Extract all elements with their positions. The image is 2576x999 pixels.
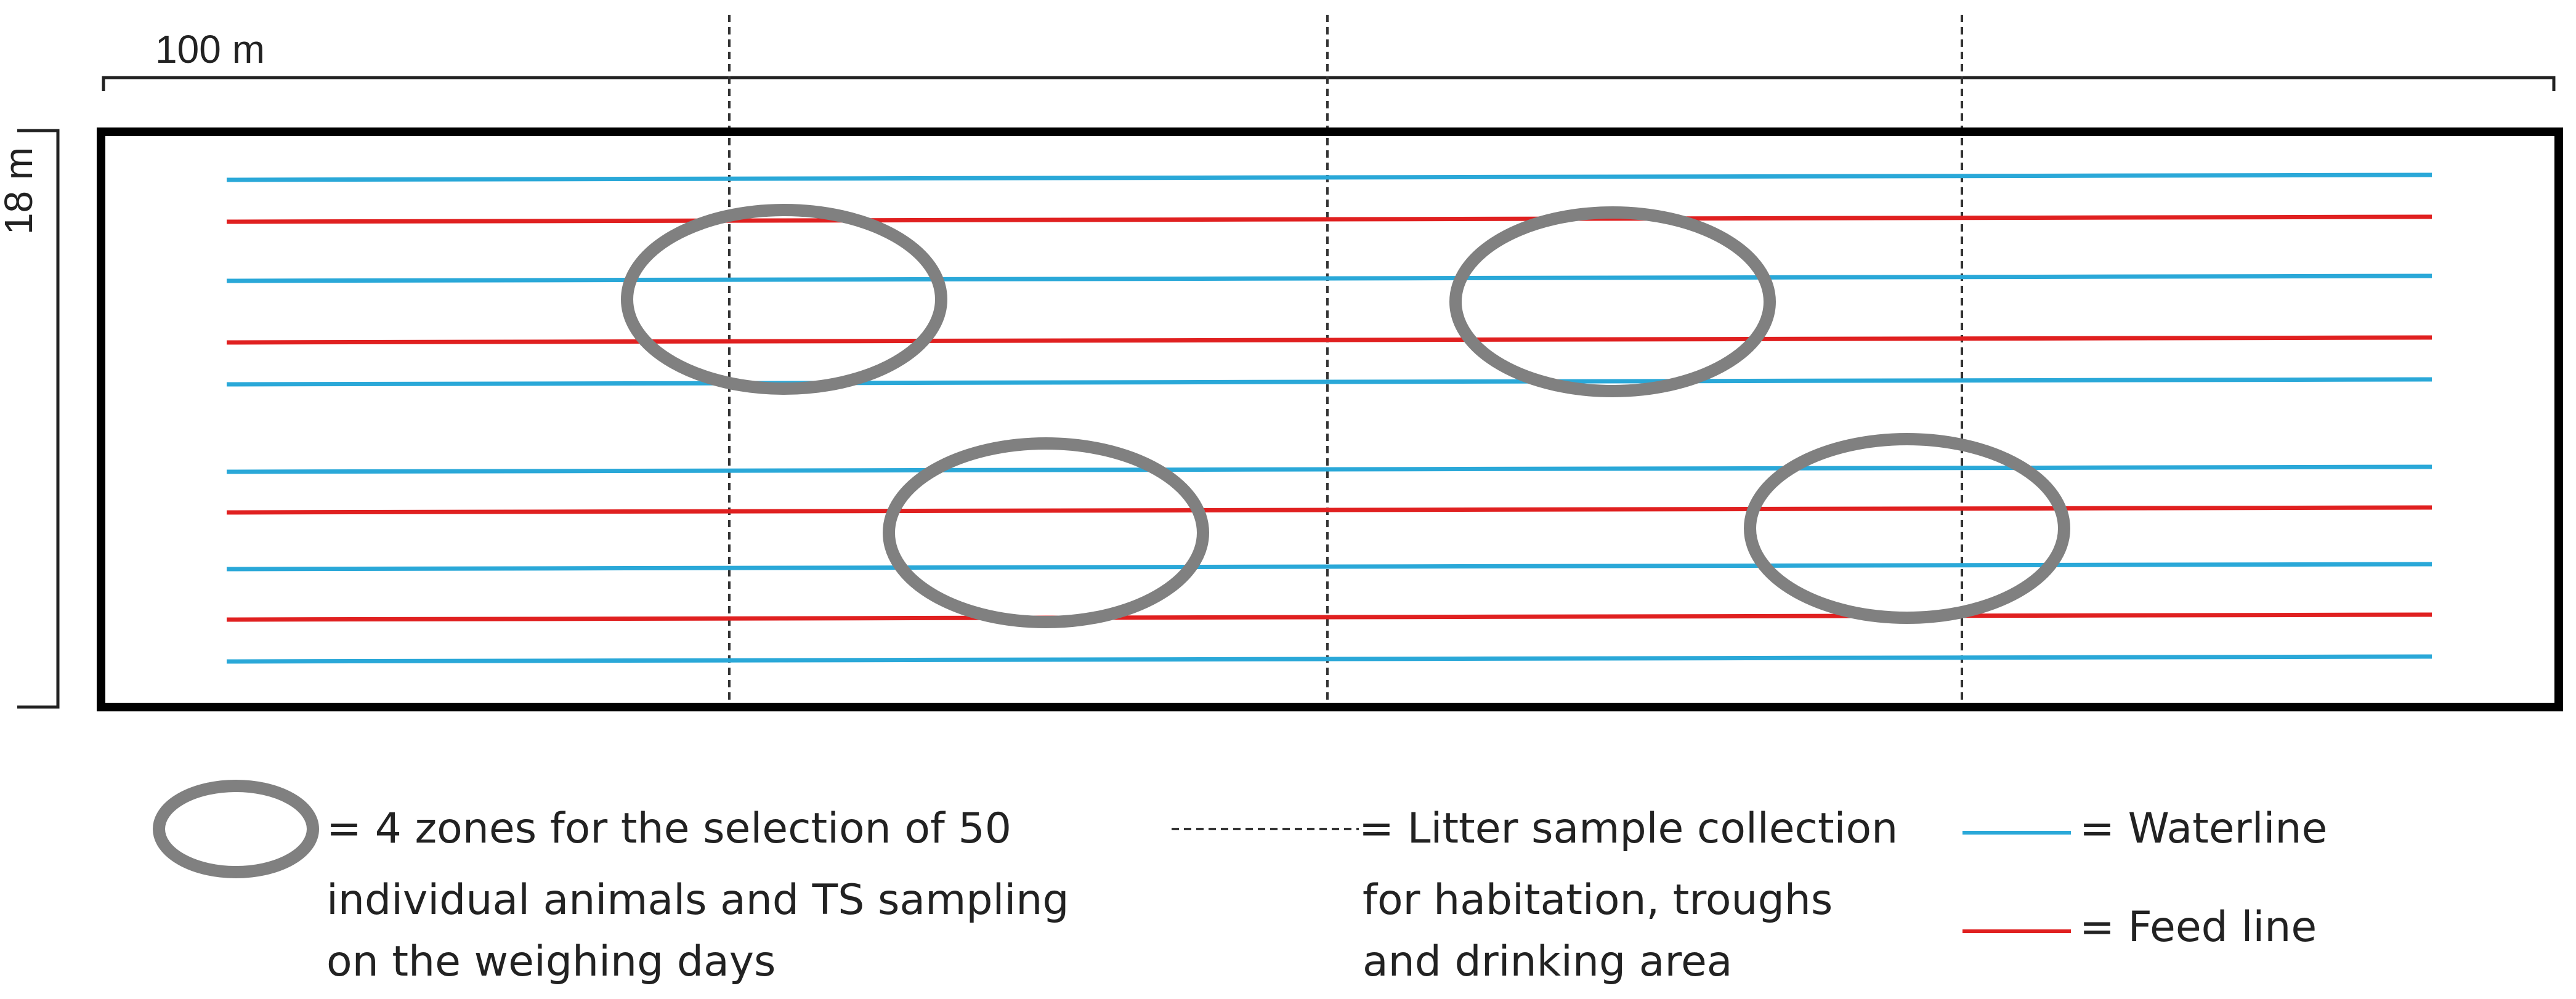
supply-lines	[226, 172, 2432, 664]
feed-line	[226, 505, 2432, 515]
waterline	[226, 464, 2432, 474]
legend-feed-line: = Feed line	[1962, 903, 2317, 952]
selection-zone	[1449, 206, 1776, 397]
legend-litter-line-2: for habitation, troughs	[1363, 876, 1833, 924]
legend: = 4 zones for the selection of 50 indivi…	[153, 780, 2327, 986]
selection-zones	[621, 204, 2070, 628]
waterline	[226, 562, 2432, 572]
feed-line	[226, 214, 2432, 224]
legend-litter-line-3: and drinking area	[1363, 937, 1732, 986]
legend-zone-line-3: on the weighing days	[326, 937, 776, 986]
legend-zone: = 4 zones for the selection of 50 indivi…	[153, 780, 1069, 986]
selection-zone	[1744, 433, 2070, 624]
legend-waterline: = Waterline	[1962, 804, 2327, 853]
selection-zone	[883, 437, 1209, 628]
legend-zone-line-2: individual animals and TS sampling	[326, 876, 1069, 924]
waterline	[226, 273, 2432, 283]
sampling-dividers	[728, 15, 1963, 707]
feed-line	[226, 335, 2432, 345]
feed-line	[226, 612, 2432, 622]
width-label: 100 m	[155, 27, 265, 71]
legend-zone-line-1: = 4 zones for the selection of 50	[326, 804, 1011, 853]
barn-outline	[97, 127, 2563, 711]
legend-litter-line-1: = Litter sample collection	[1359, 804, 1898, 853]
height-dimension: 18 m	[0, 129, 60, 709]
legend-litter: = Litter sample collection for habitatio…	[1172, 804, 1898, 986]
selection-zone	[621, 204, 947, 395]
gray-ellipse-icon	[153, 780, 319, 878]
legend-waterline-label: = Waterline	[2080, 804, 2327, 853]
waterline	[226, 654, 2432, 664]
height-label: 18 m	[0, 147, 41, 235]
waterline	[226, 377, 2432, 387]
legend-feed-line-label: = Feed line	[2080, 903, 2317, 952]
waterline	[226, 172, 2432, 182]
